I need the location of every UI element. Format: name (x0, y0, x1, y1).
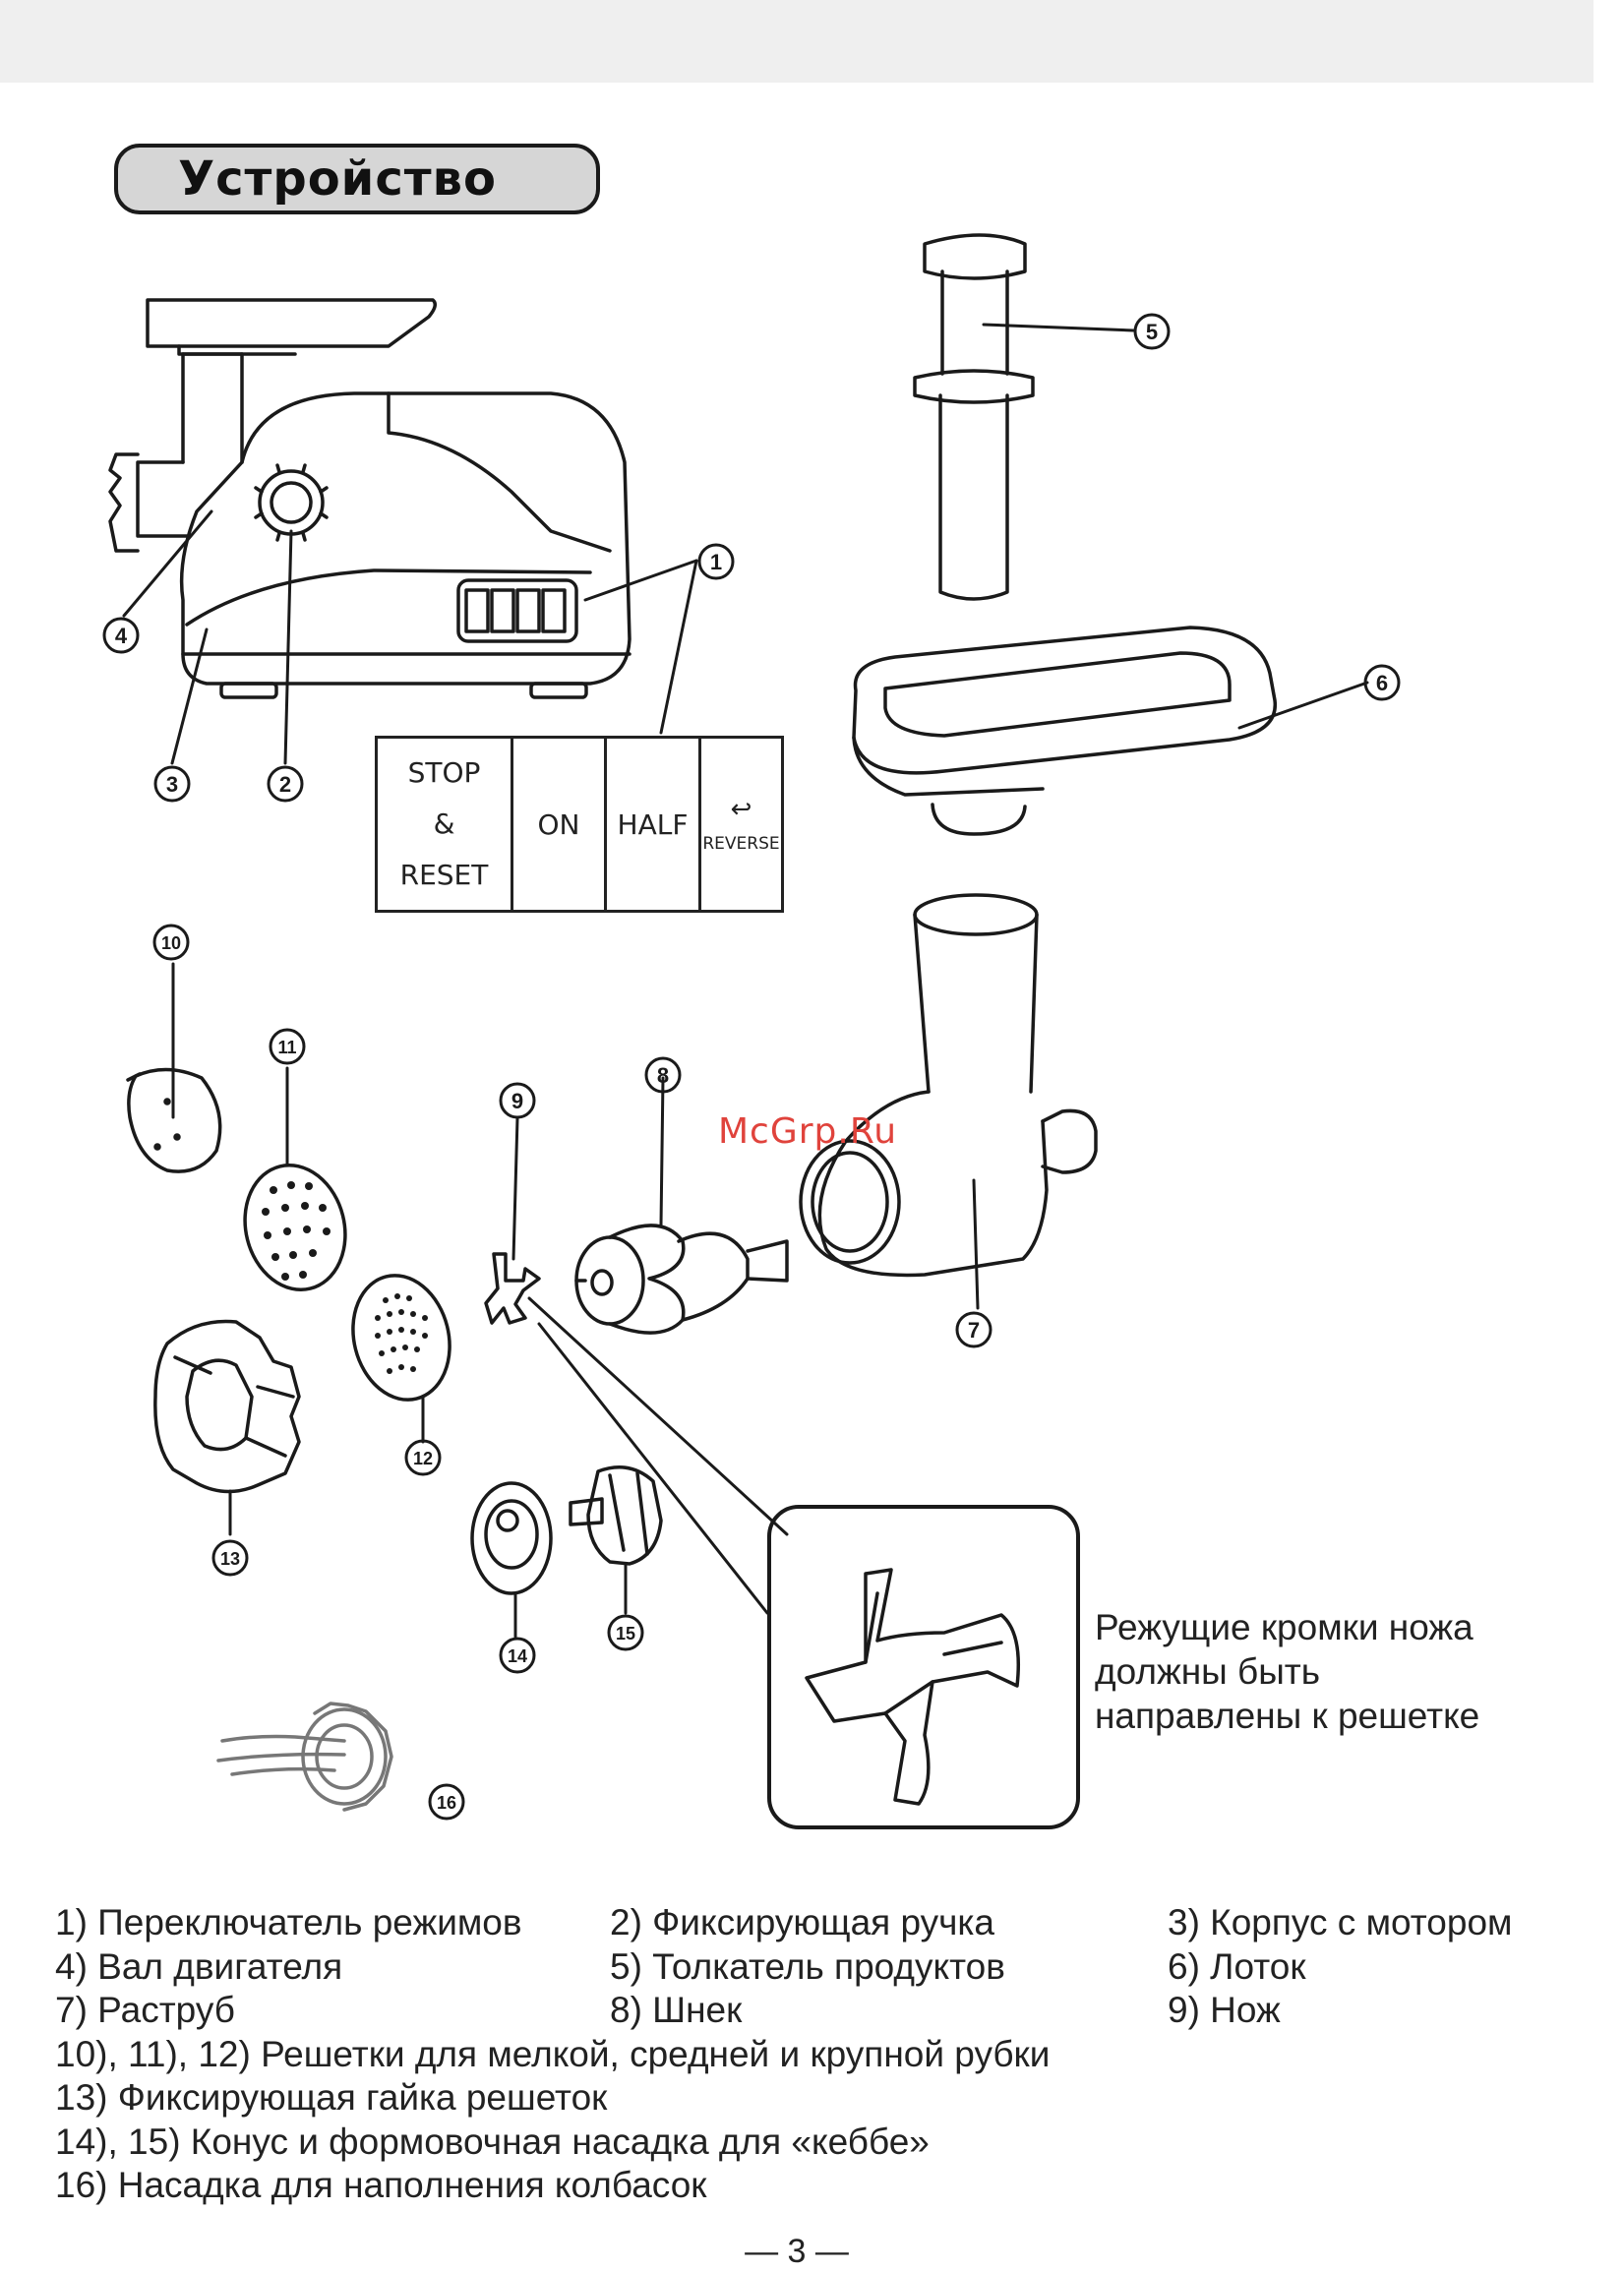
legend-item-7: 7) Раструб (55, 1990, 235, 2030)
switch-on: ON (513, 739, 607, 910)
knife-note-line1: Режущие кромки ножа (1095, 1607, 1474, 1647)
screw-drawing (574, 1224, 789, 1335)
kebbe-cone-drawing (470, 1481, 553, 1595)
food-pusher-drawing (913, 233, 1035, 601)
callout-13: 13 (220, 1549, 240, 1569)
callout-leader-9 (511, 1116, 519, 1261)
switch-stop-line3: RESET (399, 859, 489, 891)
legend-item-8: 8) Шнек (610, 1990, 743, 2030)
legend-row: 14), 15) Конус и формовочная насадка для… (55, 2122, 1590, 2166)
grinding-plate-drawing (126, 1067, 222, 1173)
kebbe-former-drawing (569, 1465, 663, 1566)
detail-leader-1 (527, 1296, 789, 1536)
legend-row: 13) Фиксирующая гайка решеток (55, 2077, 1590, 2122)
legend-row: 7) Раструб 8) Шнек 9) Нож (55, 1990, 1590, 2034)
callout-leader-8 (659, 1076, 665, 1226)
knife-note: Режущие кромки ножа должны быть направле… (1095, 1605, 1606, 1738)
section-title-box: Устройство (114, 144, 600, 214)
feed-tube-drawing (799, 893, 1098, 1278)
callout-leader-5 (982, 323, 1135, 332)
meat-grinder-body-drawing (108, 298, 632, 699)
legend-row: 4) Вал двигателя 5) Толкатель продуктов … (55, 1946, 1590, 1991)
legend-row: 10), 11), 12) Решетки для мелкой, средне… (55, 2034, 1590, 2078)
grinding-plate-drawing (351, 1274, 451, 1402)
mode-switch-panel: STOP & RESET ON HALF ↩ REVERSE (375, 736, 784, 913)
legend-item-3: 3) Корпус с мотором (1168, 1902, 1513, 1942)
reverse-arrow-icon: ↩ (730, 795, 752, 824)
callout-6: 6 (1376, 671, 1388, 695)
detail-leader-2 (537, 1322, 769, 1615)
legend-item-6: 6) Лоток (1168, 1945, 1306, 1987)
callout-5: 5 (1146, 320, 1158, 344)
callout-4: 4 (115, 624, 128, 648)
knife-drawing (484, 1252, 541, 1325)
sausage-nozzle-drawing (216, 1702, 393, 1812)
switch-stop-line2: & (433, 807, 455, 840)
top-band (0, 0, 1594, 83)
knife-detail-drawing (767, 1505, 1080, 1829)
legend-item-4: 4) Вал двигателя (55, 1945, 343, 1987)
grinding-plate-drawing (243, 1163, 347, 1292)
switch-half: HALF (607, 739, 701, 910)
callout-11: 11 (277, 1038, 296, 1057)
callout-leader-7 (972, 1178, 980, 1310)
legend-item-13: 13) Фиксирующая гайка решеток (55, 2077, 608, 2118)
switch-reverse-label: REVERSE (702, 834, 780, 854)
knife-note-line3: направлены к решетке (1095, 1696, 1480, 1736)
callout-14: 14 (508, 1646, 527, 1666)
callout-8: 8 (657, 1063, 669, 1088)
callout-numbers: 1 2 3 4 5 6 7 8 9 10 11 12 13 14 15 16 (115, 320, 1388, 1813)
knife-note-line2: должны быть (1095, 1651, 1321, 1692)
callout-15: 15 (616, 1624, 635, 1643)
switch-reverse: ↩ REVERSE (701, 739, 781, 910)
ring-nut-drawing (153, 1319, 301, 1494)
tray-drawing (852, 626, 1277, 836)
callout-3: 3 (166, 772, 178, 797)
switch-stop-line1: STOP (407, 756, 481, 789)
callout-leader-6 (1237, 681, 1369, 730)
callout-16: 16 (437, 1793, 456, 1813)
callout-leaders-body (122, 509, 698, 765)
parts-legend: 1) Переключатель режимов 2) Фиксирующая … (55, 1902, 1590, 2209)
callout-10: 10 (161, 933, 181, 953)
legend-item-14-15: 14), 15) Конус и формовочная насадка для… (55, 2121, 930, 2162)
page-number: — 3 — (745, 2233, 849, 2270)
legend-item-9: 9) Нож (1168, 1990, 1281, 2030)
section-title: Устройство (178, 151, 497, 207)
callout-7: 7 (968, 1318, 980, 1343)
callout-2: 2 (279, 772, 291, 797)
legend-item-5: 5) Толкатель продуктов (610, 1945, 1005, 1987)
callout-9: 9 (511, 1089, 523, 1113)
switch-on-label: ON (537, 807, 580, 841)
legend-item-1: 1) Переключатель режимов (55, 1902, 522, 1942)
switch-stop-reset: STOP & RESET (378, 739, 513, 910)
callout-markers (102, 313, 1401, 1821)
legend-row: 16) Насадка для наполнения колбасок (55, 2165, 1590, 2209)
switch-half-label: HALF (617, 807, 689, 841)
legend-item-10-12: 10), 11), 12) Решетки для мелкой, средне… (55, 2033, 1051, 2074)
legend-row: 1) Переключатель режимов 2) Фиксирующая … (55, 1902, 1590, 1946)
callout-1: 1 (710, 550, 722, 574)
legend-item-2: 2) Фиксирующая ручка (610, 1902, 995, 1942)
legend-item-16: 16) Насадка для наполнения колбасок (55, 2165, 707, 2205)
callout-12: 12 (413, 1449, 433, 1468)
watermark: McGrp.Ru (718, 1111, 898, 1152)
